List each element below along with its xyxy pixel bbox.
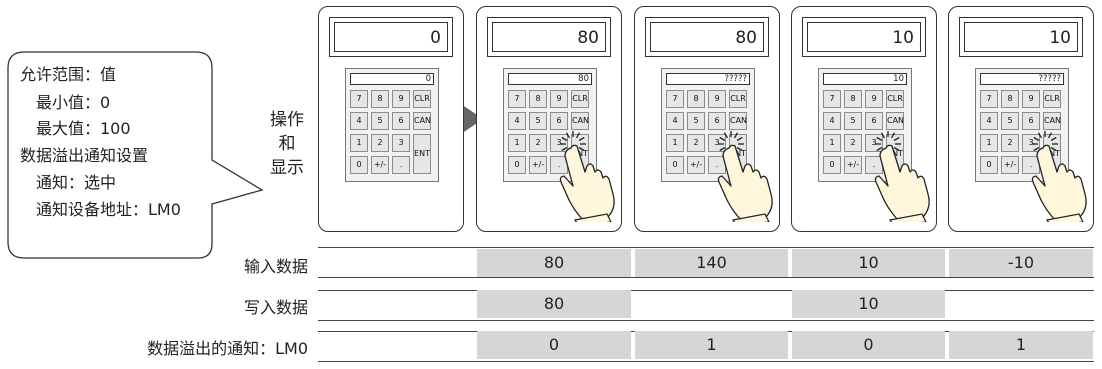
table-rule <box>318 361 1094 362</box>
keypad-key[interactable]: 7 <box>980 90 998 108</box>
calculator-panel: 00789CLR456CAN1230+/-.ENT <box>318 6 464 232</box>
table-cell: 10 <box>792 290 945 318</box>
table-rule <box>318 290 1094 291</box>
callout-line: 允许范围：值 <box>20 65 116 85</box>
side-label-operate: 操作 <box>262 110 312 131</box>
table-rule <box>318 247 1094 248</box>
keypad-key[interactable]: CLR <box>571 90 589 108</box>
keypad-key[interactable]: 9 <box>708 90 726 108</box>
pointing-hand-icon <box>1017 122 1097 222</box>
keypad-key[interactable]: 7 <box>508 90 526 108</box>
keypad-key[interactable]: 4 <box>350 112 368 130</box>
callout-line: 通知：选中 <box>36 173 116 193</box>
table-row-label: 写入数据 <box>8 294 308 318</box>
keypad-key[interactable]: 9 <box>865 90 883 108</box>
display-value: 80 <box>492 22 606 52</box>
keypad-key[interactable]: 8 <box>1001 90 1019 108</box>
keypad-key[interactable]: 4 <box>823 112 841 130</box>
keypad-display: 10 <box>823 73 907 85</box>
keypad-key[interactable]: 1 <box>823 134 841 152</box>
keypad-key[interactable]: CLR <box>1043 90 1061 108</box>
keypad-key[interactable]: 8 <box>529 90 547 108</box>
keypad-key[interactable]: 8 <box>371 90 389 108</box>
pointing-hand-icon <box>545 122 625 222</box>
keypad-key[interactable]: 7 <box>350 90 368 108</box>
keypad-display: ????? <box>666 73 750 85</box>
callout-line: 通知设备地址：LM0 <box>36 200 181 220</box>
keypad-key[interactable]: 0 <box>823 156 841 174</box>
display-frame: 10 <box>959 17 1083 57</box>
keypad-key[interactable]: CLR <box>413 90 431 108</box>
keypad-key[interactable]: 1 <box>980 134 998 152</box>
keypad-key[interactable]: 5 <box>371 112 389 130</box>
display-value: 10 <box>807 22 921 52</box>
table-cell: -10 <box>949 249 1093 277</box>
keypad-display: 0 <box>350 73 434 85</box>
keypad-key[interactable]: 4 <box>666 112 684 130</box>
keypad-key[interactable]: CAN <box>413 112 431 130</box>
pointing-hand-icon <box>860 122 940 222</box>
display-frame: 0 <box>329 17 453 57</box>
table-cell: 140 <box>635 249 788 277</box>
keypad-key[interactable]: 8 <box>844 90 862 108</box>
keypad-key[interactable]: . <box>392 156 410 174</box>
calculator-panel: 8080789CLR456CAN1230+/-.ENT <box>476 6 622 232</box>
keypad-key[interactable]: +/- <box>371 156 389 174</box>
display-frame: 80 <box>645 17 769 57</box>
keypad-key[interactable]: 4 <box>980 112 998 130</box>
display-frame: 80 <box>487 17 611 57</box>
keypad-key[interactable]: 1 <box>508 134 526 152</box>
keypad-key[interactable]: 7 <box>666 90 684 108</box>
keypad-key[interactable]: 3 <box>392 134 410 152</box>
callout-line: 数据溢出通知设置 <box>20 146 148 166</box>
side-label-and: 和 <box>262 134 312 155</box>
keypad-key[interactable]: CLR <box>729 90 747 108</box>
side-label-display: 显示 <box>262 158 312 179</box>
table-row-label: 数据溢出的通知：LM0 <box>8 335 308 359</box>
keypad-key[interactable]: 1 <box>350 134 368 152</box>
keypad-key[interactable]: 1 <box>666 134 684 152</box>
keypad-key[interactable]: 2 <box>371 134 389 152</box>
keypad-key[interactable]: 9 <box>1022 90 1040 108</box>
display-value: 0 <box>334 22 448 52</box>
table-cell: 10 <box>792 249 945 277</box>
callout-line: 最小值：0 <box>36 93 110 113</box>
display-frame: 10 <box>802 17 926 57</box>
keypad-key[interactable]: 8 <box>687 90 705 108</box>
keypad-key[interactable]: 6 <box>392 112 410 130</box>
table-cell: 1 <box>949 331 1093 359</box>
callout-line: 最大值：100 <box>36 119 131 139</box>
table-cell: 80 <box>477 249 631 277</box>
keypad-key[interactable]: 7 <box>823 90 841 108</box>
keypad-key-ent[interactable]: ENT <box>413 134 431 174</box>
keypad-key[interactable]: 9 <box>550 90 568 108</box>
table-cell: 1 <box>635 331 788 359</box>
keypad-key[interactable]: 0 <box>350 156 368 174</box>
table-cell: 0 <box>792 331 945 359</box>
keypad-key[interactable]: 0 <box>980 156 998 174</box>
table-row-label: 输入数据 <box>8 253 308 277</box>
keypad-key[interactable]: 9 <box>392 90 410 108</box>
display-value: 10 <box>964 22 1078 52</box>
display-value: 80 <box>650 22 764 52</box>
keypad-display: 80 <box>508 73 592 85</box>
keypad-display: ????? <box>980 73 1064 85</box>
keypad-key[interactable]: 4 <box>508 112 526 130</box>
table-cell: 0 <box>477 331 631 359</box>
keypad-key[interactable]: 0 <box>666 156 684 174</box>
keypad-key[interactable]: CLR <box>886 90 904 108</box>
keypad-key[interactable]: 0 <box>508 156 526 174</box>
table-rule <box>318 320 1094 321</box>
table-cell: 80 <box>477 290 631 318</box>
table-rule <box>318 277 1094 278</box>
pointing-hand-icon <box>703 122 783 222</box>
